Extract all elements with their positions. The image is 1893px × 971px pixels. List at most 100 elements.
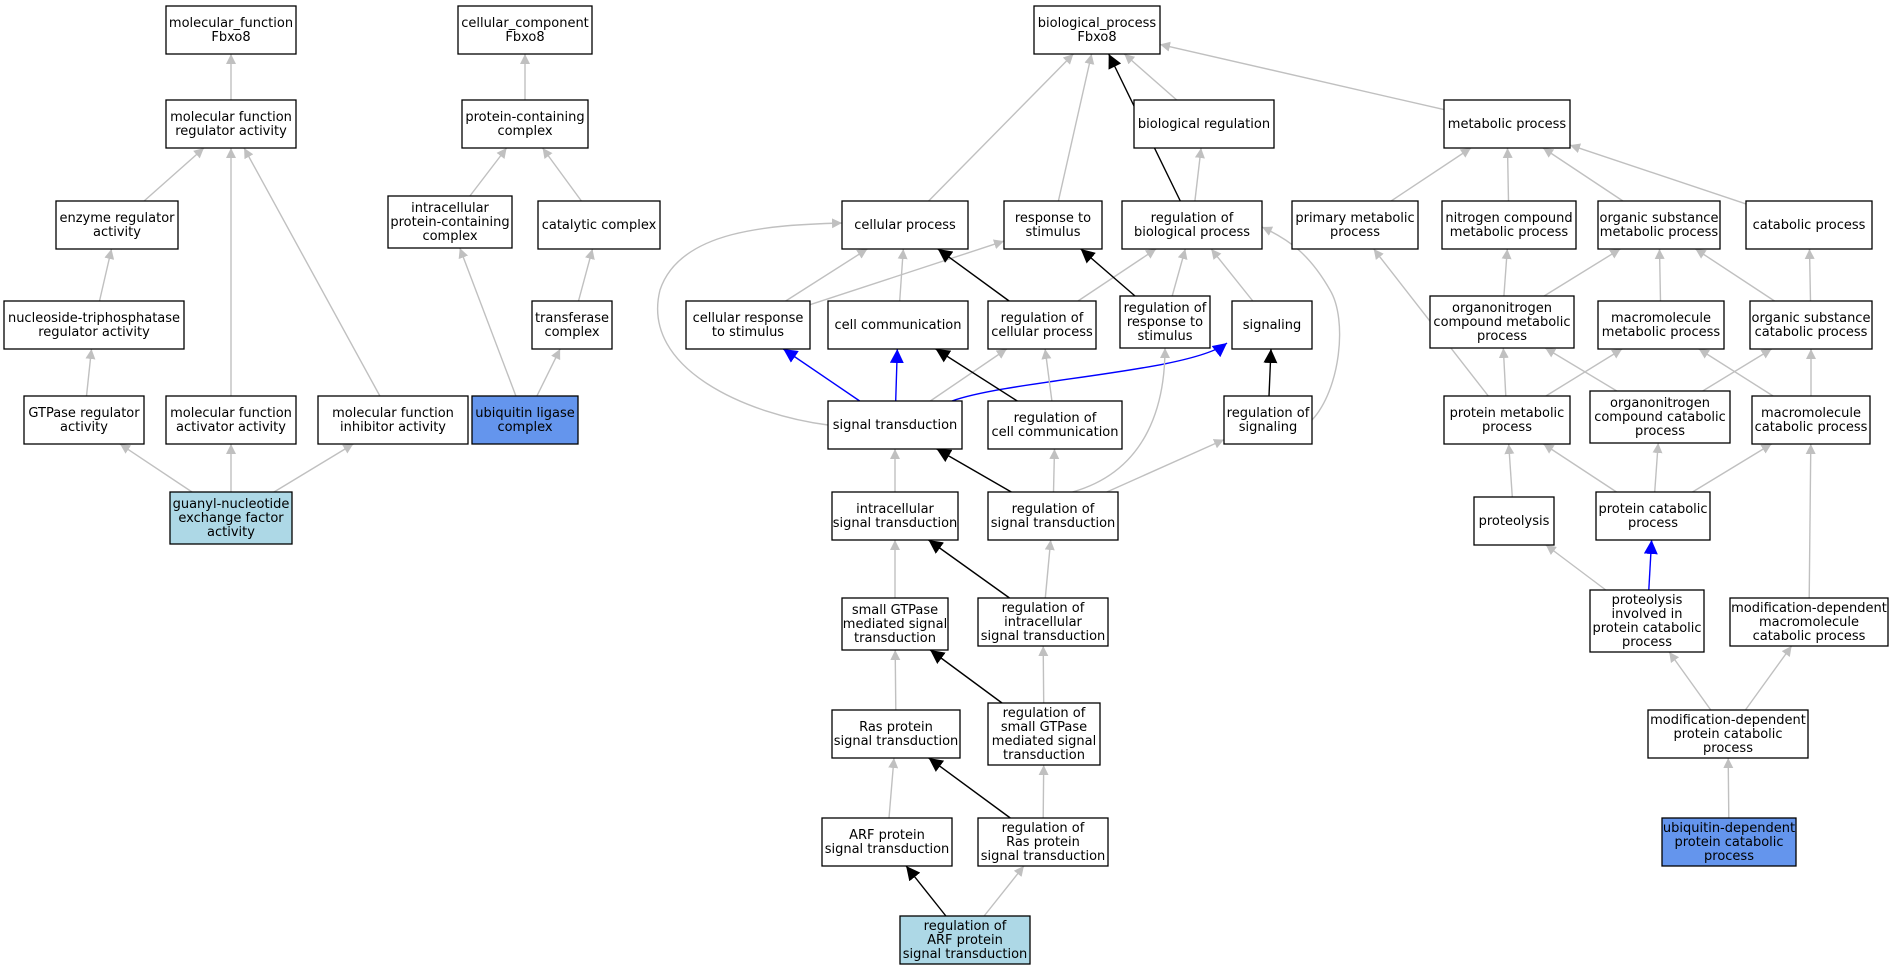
go-term-bioreg[interactable]: biological regulation (1133, 99, 1275, 149)
go-term-label-line: proteolysis (1479, 514, 1550, 529)
edge-path (1106, 438, 1225, 493)
go-term-label-line: biological_process (1038, 16, 1157, 31)
edge-path (897, 248, 908, 302)
edge-arfst-to-rasst (888, 757, 899, 819)
go-term-box (1121, 200, 1263, 250)
go-term-cellproc[interactable]: cellular process (841, 200, 969, 250)
edge-path (1077, 248, 1157, 302)
edge-path (469, 147, 508, 197)
edge-cellcomm-to-cellproc (897, 248, 908, 302)
edge-path (1194, 147, 1205, 202)
go-term-box (1589, 390, 1731, 444)
go-term-box (169, 491, 293, 545)
edge-bioreg-to-bp_root (1123, 53, 1178, 101)
go-term-box (827, 300, 969, 350)
edge-regsgst-to-regist (1038, 645, 1049, 704)
go-term-label-line: organonitrogen (1610, 396, 1710, 411)
go-term-box (471, 395, 579, 445)
edge-path (937, 248, 1010, 302)
go-term-label-line: mediated signal (992, 734, 1096, 749)
edge-path (929, 649, 1003, 704)
go-term-label-line: regulation of (1002, 821, 1085, 836)
go-term-label-line: process (1477, 329, 1527, 344)
go-term-mdmcp[interactable]: modification-dependentmacromoleculecatab… (1729, 597, 1889, 647)
go-term-signaling[interactable]: signaling (1231, 300, 1313, 350)
go-term-label-line: Fbxo8 (211, 30, 250, 45)
go-term-label-line: cell communication (991, 425, 1118, 440)
go-term-st[interactable]: signal transduction (827, 400, 963, 450)
go-term-cellcomm[interactable]: cell communication (827, 300, 969, 350)
go-term-box (1119, 295, 1211, 349)
go-term-label-line: stimulus (1025, 225, 1080, 240)
go-term-metab[interactable]: metabolic process (1443, 99, 1571, 149)
go-term-proteolysis[interactable]: proteolysis (1473, 496, 1555, 546)
edge-pcp-to-occp (1652, 442, 1663, 493)
edge-regist-to-regst (1044, 539, 1055, 599)
go-term-label-line: signal transduction (833, 516, 958, 531)
edge-oscp-to-osmp (1695, 248, 1775, 302)
edge-mcp-to-mmp (1698, 348, 1774, 397)
go-term-label-line: modification-dependent (1650, 713, 1806, 728)
edge-path (782, 348, 861, 402)
go-term-box (1661, 817, 1797, 867)
go-term-label-line: protein catabolic (1592, 621, 1701, 636)
go-term-box (831, 491, 959, 541)
edge-path (1542, 147, 1624, 202)
edge-regrs-to-resp (1080, 248, 1136, 297)
go-term-label-line: molecular function (332, 406, 454, 421)
edge-path (928, 757, 1011, 819)
go-term-catc[interactable]: catalytic complex (537, 200, 661, 250)
go-term-label-line: regulation of (1124, 301, 1207, 316)
go-term-catab[interactable]: catabolic process (1745, 200, 1873, 250)
edge-path (1544, 347, 1618, 392)
go-term-box (23, 395, 145, 445)
go-term-label-line: organic substance (1752, 311, 1871, 326)
go-term-box (317, 395, 469, 445)
edge-oscp-to-catab (1804, 248, 1815, 302)
